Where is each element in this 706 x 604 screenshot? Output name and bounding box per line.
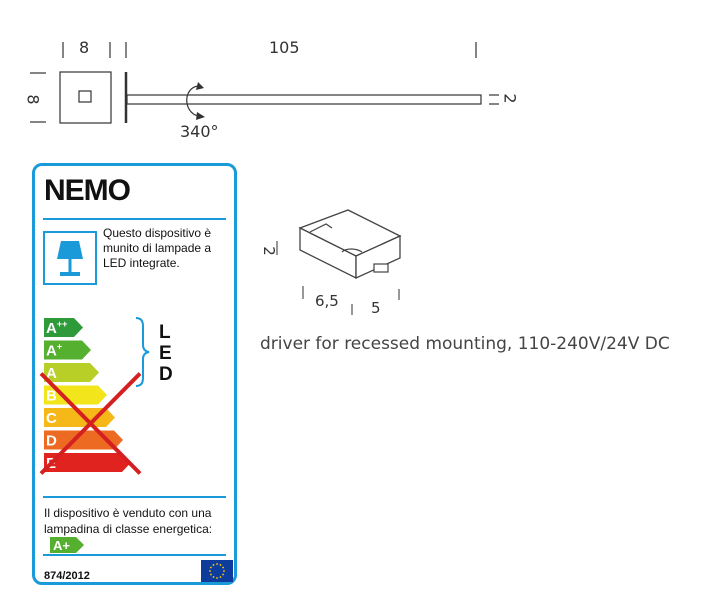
energy-class-bar: A+ — [44, 340, 91, 360]
dim-height-square: 8 — [23, 94, 43, 105]
energy-class-label: B — [46, 388, 57, 405]
table-lamp-icon — [57, 241, 83, 276]
divider — [43, 218, 226, 220]
led-letter: E — [159, 343, 172, 364]
driver-dim-length: 6,5 — [315, 292, 339, 310]
driver-dim-height: 2 — [259, 246, 278, 256]
brand-name: NEMO — [44, 174, 131, 207]
divider — [43, 554, 226, 556]
lamp-bar — [126, 94, 482, 105]
led-bracket — [135, 317, 150, 387]
energy-label: NEMO Questo dispositivo è munito di lamp… — [32, 163, 237, 585]
energy-class-bar: A — [44, 363, 99, 382]
lamp-icon-box — [43, 231, 97, 285]
bulb-class-text: Il dispositivo è venduto con una lampadi… — [44, 506, 213, 553]
led-letter: D — [159, 364, 173, 385]
svg-text:A+: A+ — [53, 538, 70, 553]
dim-length: 105 — [269, 38, 300, 57]
energy-class-label: C — [46, 410, 57, 427]
lamp-description: Questo dispositivo è munito di lampade a… — [103, 226, 212, 270]
lamp-dimension-drawing — [30, 42, 499, 124]
driver-dim-depth: 5 — [371, 299, 381, 317]
regulation-number: 874/2012 — [44, 570, 90, 582]
dim-width-square: 8 — [79, 38, 90, 57]
driver-caption: driver for recessed mounting, 110-240V/2… — [260, 334, 670, 354]
led-letters: L E D — [159, 322, 173, 385]
eu-flag-icon — [201, 560, 233, 582]
driver-drawing — [276, 209, 402, 315]
energy-class-label: A — [46, 365, 57, 382]
divider — [43, 496, 226, 498]
bulb-class-badge: A+ — [50, 537, 84, 553]
energy-class-label: D — [46, 433, 57, 450]
square-head — [59, 71, 112, 124]
rotation-arrow-icon — [186, 85, 199, 117]
dim-bar-height: 2 — [500, 93, 520, 104]
led-letter: L — [159, 322, 171, 343]
cross-line — [39, 372, 142, 475]
energy-class-bar: C — [44, 408, 115, 427]
energy-class-bar: A++ — [44, 318, 83, 337]
energy-class-scale: A++A+ABCDE — [39, 317, 150, 475]
rotation-angle: 340° — [180, 122, 219, 141]
